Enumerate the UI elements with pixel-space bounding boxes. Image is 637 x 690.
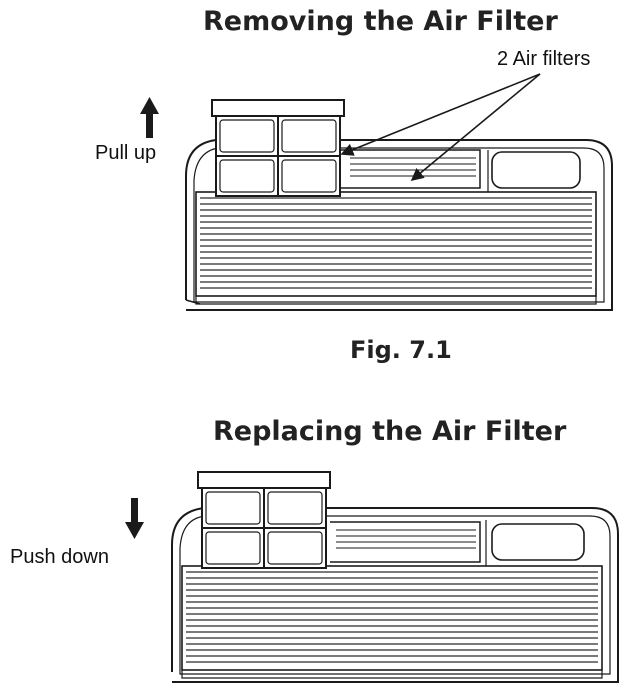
top-panel-slats	[350, 158, 476, 176]
arrow-up-icon	[140, 97, 159, 138]
air-filter-bottom	[198, 472, 330, 568]
louver-grille-top	[200, 198, 592, 288]
air-filter-top	[212, 100, 344, 196]
louver-grille-bottom	[186, 572, 598, 662]
bottom-panel-slats	[336, 530, 476, 548]
arrow-down-icon	[125, 498, 144, 539]
